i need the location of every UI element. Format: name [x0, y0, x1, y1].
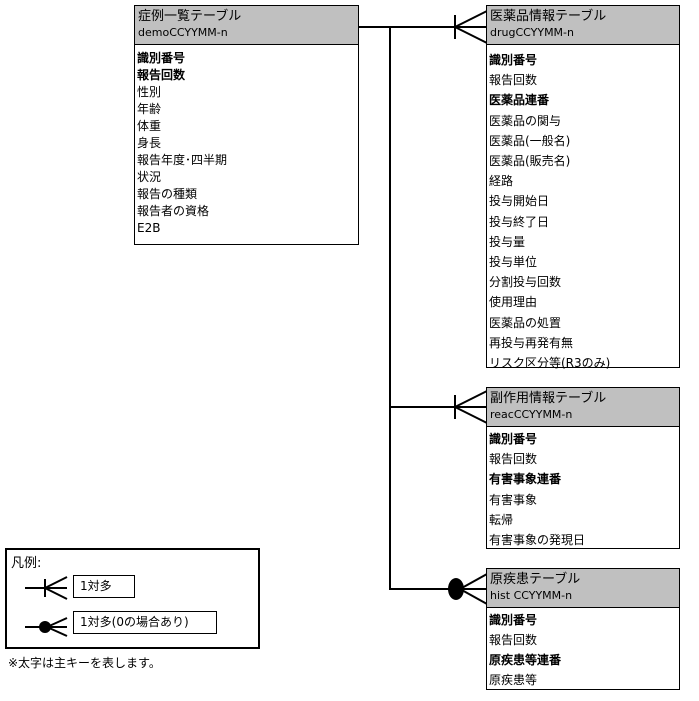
table-field: 原疾患等: [489, 673, 538, 687]
table-field: 医薬品の処置: [489, 315, 562, 330]
table-field: 使用理由: [489, 295, 538, 310]
primary-key-field: 有害事象連番: [489, 472, 562, 487]
table-code: drugCCYYMM-n: [490, 26, 574, 39]
field-list: 識別番号報告回数性別年齢体重身長報告年度･四半期状況報告の種類報告者の資格 E2B: [135, 45, 358, 237]
crows-foot-icon: [454, 390, 488, 424]
table-field: 報告回数: [489, 73, 538, 88]
legend-one-to-many: 1対多: [73, 575, 135, 598]
table-title: 医薬品情報テーブル: [490, 9, 607, 24]
field-list: 識別番号報告回数原疾患等連番原疾患等: [487, 608, 679, 690]
primary-key-field: 識別番号: [137, 51, 186, 65]
table-drug: 医薬品情報テーブル drugCCYYMM-n 識別番号報告回数医薬品連番医薬品の…: [486, 5, 680, 370]
legend-symbols: [25, 576, 68, 637]
table-field: 有害事象の発現日: [489, 533, 586, 548]
table-field: 体重: [137, 119, 162, 133]
table-field: 投与量: [489, 234, 526, 249]
field-list: 識別番号報告回数有害事象連番有害事象転帰有害事象の発現日: [487, 427, 679, 550]
table-field: 年齢: [137, 102, 162, 116]
primary-key-field: 識別番号: [489, 53, 538, 67]
legend-title: 凡例:: [11, 556, 42, 571]
table-field: 再投与再発有無: [489, 335, 574, 350]
table-code: demoCCYYMM-n: [138, 26, 228, 39]
table-field: 報告回数: [489, 452, 538, 467]
table-header: 医薬品情報テーブル drugCCYYMM-n: [487, 6, 679, 45]
primary-key-field: 識別番号: [489, 432, 538, 446]
table-field: 報告の種類: [137, 187, 198, 201]
table-field: E2B: [137, 221, 161, 235]
table-field: 有害事象: [489, 492, 538, 507]
table-header: 副作用情報テーブル reacCCYYMM-n: [487, 388, 679, 427]
table-field: 状況: [137, 170, 162, 184]
field-list: 識別番号報告回数医薬品連番医薬品の関与医薬品(一般名) 医薬品(販売名) 経路投与開…: [487, 45, 679, 373]
table-field: 投与終了日: [489, 214, 550, 229]
table-field: 身長: [137, 136, 162, 150]
table-hist: 原疾患テーブル hist CCYYMM-n 識別番号報告回数原疾患等連番原疾患等: [486, 568, 680, 690]
table-field: 報告回数: [489, 633, 538, 647]
crows-foot-icon: [25, 576, 68, 600]
table-title: 症例一覧テーブル: [138, 9, 242, 24]
table-field: 投与開始日: [489, 194, 550, 209]
table-field: リスク区分等(R3のみ): [489, 356, 611, 371]
table-field: 経路: [489, 174, 514, 189]
dot-crows-foot-icon: [25, 617, 68, 637]
crows-foot-icon: [454, 10, 488, 44]
legend: 凡例: 1対多 1対多(0の場合あり): [5, 548, 260, 649]
legend-one-to-zero-or-many: 1対多(0の場合あり): [73, 611, 217, 634]
table-header: 原疾患テーブル hist CCYYMM-n: [487, 569, 679, 608]
table-field: 医薬品(一般名): [489, 133, 571, 148]
table-field: 報告者の資格: [137, 204, 210, 218]
table-field: 投与単位: [489, 255, 538, 270]
table-field: 転帰: [489, 512, 514, 527]
primary-key-field: 報告回数: [137, 68, 186, 82]
primary-key-note: ※太字は主キーを表します。: [8, 656, 161, 670]
table-field: 医薬品(販売名): [489, 154, 571, 169]
primary-key-field: 原疾患等連番: [489, 653, 562, 667]
table-field: 性別: [137, 85, 162, 99]
primary-key-field: 医薬品連番: [489, 93, 550, 108]
table-field: 報告年度･四半期: [137, 153, 228, 167]
table-code: reacCCYYMM-n: [490, 408, 573, 421]
dot-crows-foot-icon: [448, 573, 488, 605]
table-field: 医薬品の関与: [489, 113, 562, 128]
table-header: 症例一覧テーブル demoCCYYMM-n: [135, 6, 358, 45]
table-reac: 副作用情報テーブル reacCCYYMM-n 識別番号報告回数有害事象連番有害事…: [486, 387, 680, 549]
primary-key-field: 識別番号: [489, 613, 538, 627]
table-title: 副作用情報テーブル: [490, 391, 607, 406]
table-demo: 症例一覧テーブル demoCCYYMM-n 識別番号報告回数性別年齢体重身長報告…: [134, 5, 359, 245]
table-title: 原疾患テーブル: [490, 572, 581, 587]
table-field: 分割投与回数: [489, 275, 562, 290]
table-code: hist CCYYMM-n: [490, 589, 573, 602]
